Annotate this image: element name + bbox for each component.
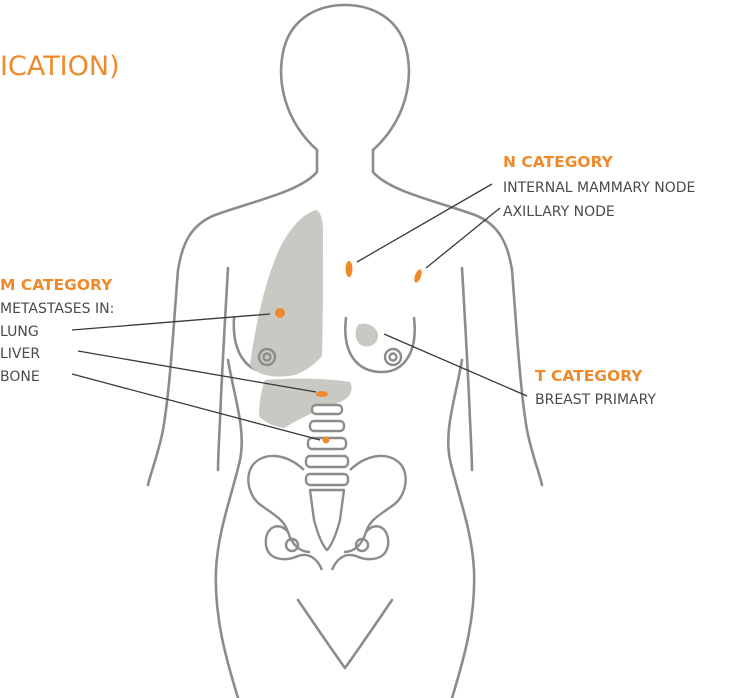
right-pubis bbox=[332, 526, 388, 570]
leader-internal-mammary bbox=[357, 184, 492, 262]
right-nipple-inner bbox=[390, 354, 397, 361]
liver-metastasis-marker bbox=[316, 391, 328, 397]
internal-mammary-node-label: INTERNAL MAMMARY NODE bbox=[503, 180, 695, 196]
page-title: ICATION) bbox=[0, 51, 120, 82]
right-nipple-outer bbox=[385, 349, 401, 365]
left-ilium bbox=[248, 456, 310, 552]
body-outline bbox=[148, 5, 542, 698]
left-pubis bbox=[266, 526, 322, 570]
head-outline bbox=[281, 5, 409, 150]
axillary-node-marker bbox=[413, 268, 423, 283]
right-torso-outline bbox=[373, 150, 542, 485]
lung-metastasis-marker bbox=[275, 308, 285, 318]
t-category-heading: T CATEGORY bbox=[535, 367, 643, 385]
liver-label: LIVER bbox=[0, 346, 40, 362]
left-inner-arm bbox=[218, 268, 228, 470]
n-category-heading: N CATEGORY bbox=[503, 153, 614, 171]
vertebra bbox=[306, 456, 348, 467]
sacrum bbox=[310, 490, 344, 550]
breast-primary-label: BREAST PRIMARY bbox=[535, 392, 656, 408]
n-category-callout: N CATEGORY INTERNAL MAMMARY NODE AXILLAR… bbox=[503, 153, 695, 220]
vertebra bbox=[310, 421, 344, 431]
right-ilium bbox=[344, 456, 406, 552]
vertebra bbox=[306, 474, 348, 485]
bone-label: BONE bbox=[0, 369, 40, 385]
leader-axillary bbox=[426, 208, 500, 268]
metastases-intro-label: METASTASES IN: bbox=[0, 301, 114, 317]
vertebra bbox=[312, 405, 342, 414]
breast-tumor-shape bbox=[356, 324, 379, 347]
lung-label: LUNG bbox=[0, 324, 39, 340]
internal-mammary-node-marker bbox=[346, 261, 353, 277]
organs bbox=[250, 210, 378, 428]
groin-outline bbox=[298, 600, 392, 668]
m-category-heading: M CATEGORY bbox=[0, 276, 113, 294]
right-breast-outline bbox=[345, 318, 414, 372]
spine bbox=[306, 405, 348, 485]
t-category-callout: T CATEGORY BREAST PRIMARY bbox=[535, 367, 656, 408]
axillary-node-label: AXILLARY NODE bbox=[503, 204, 615, 220]
m-category-callout: M CATEGORY METASTASES IN: LUNG LIVER BON… bbox=[0, 276, 114, 385]
bone-metastasis-marker bbox=[323, 437, 330, 444]
